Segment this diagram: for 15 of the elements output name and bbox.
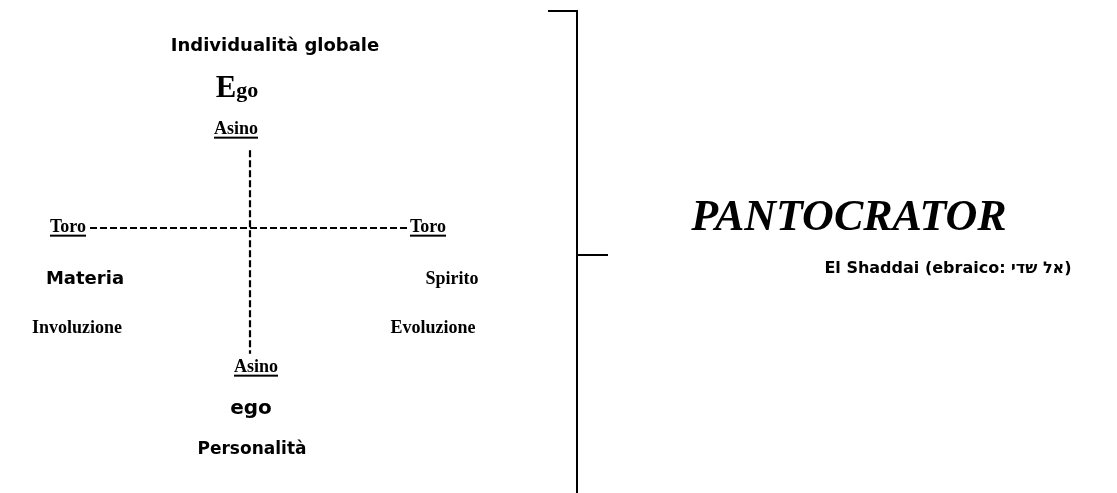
- node-label: Toro: [410, 215, 446, 237]
- text-label: Materia: [45, 267, 125, 289]
- node-label: Asino: [234, 355, 278, 377]
- connector-line: [90, 226, 408, 230]
- text-label: Personalità: [197, 439, 307, 459]
- text-label: Ego: [215, 70, 259, 106]
- text-label: Involuzione: [32, 316, 122, 338]
- text-label: Individualità globale: [170, 34, 380, 56]
- text-label: ego: [230, 395, 272, 419]
- text-label: Spirito: [425, 267, 479, 289]
- connector-line: [248, 150, 252, 354]
- heading: PANTOCRATOR: [691, 190, 1007, 242]
- node-label: Toro: [50, 215, 86, 237]
- text-label: Evoluzione: [390, 316, 476, 338]
- node-label: Asino: [214, 117, 258, 139]
